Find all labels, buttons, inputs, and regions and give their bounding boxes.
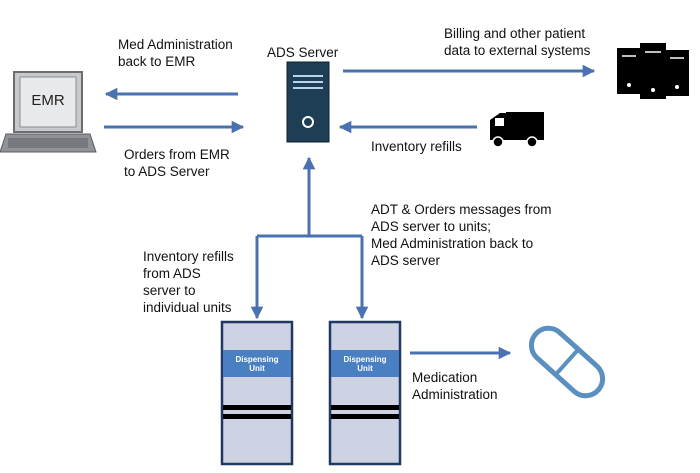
label-billing: Billing and other patient data to extern…	[444, 26, 591, 58]
server-icon	[286, 61, 330, 143]
server-rack-icon	[617, 43, 689, 99]
label-ads-server: ADS Server	[267, 45, 339, 60]
dispensing-unit-2	[328, 320, 402, 466]
label-emr: EMR	[31, 92, 65, 109]
pill-icon	[528, 325, 606, 399]
label-adt-orders: ADT & Orders messages from ADS server to…	[371, 202, 552, 268]
dispensing-unit-2-label: Dispensing Unit	[343, 355, 387, 373]
dispensing-unit-1	[220, 320, 294, 466]
label-orders-from-emr: Orders from EMR to ADS Server	[124, 147, 230, 179]
truck-icon	[490, 112, 544, 148]
label-inventory-refills-units: Inventory refills from ADS server to ind…	[143, 249, 234, 315]
dispensing-unit-1-label: Dispensing Unit	[235, 355, 279, 373]
label-medication-admin: Medication Administration	[412, 370, 498, 402]
computer-icon	[0, 71, 97, 153]
label-med-admin-back: Med Administration back to EMR	[118, 37, 233, 69]
label-inventory-refills-truck: Inventory refills	[371, 139, 462, 154]
